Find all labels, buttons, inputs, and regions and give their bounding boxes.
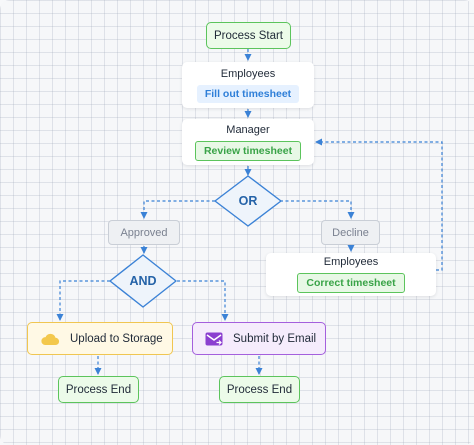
upload-to-storage-node[interactable]: Upload to Storage bbox=[27, 322, 173, 355]
employees-title: Employees bbox=[220, 67, 276, 80]
process-end-left-label: Process End bbox=[65, 383, 132, 396]
process-start-node[interactable]: Process Start bbox=[206, 22, 291, 49]
decline-node[interactable]: Decline bbox=[321, 220, 380, 245]
email-icon bbox=[205, 332, 223, 346]
correct-timesheet-tag: Correct timesheet bbox=[297, 273, 405, 293]
employees-correct-card[interactable]: Employees Correct timesheet bbox=[266, 253, 436, 296]
process-end-right-node[interactable]: Process End bbox=[219, 376, 300, 403]
and-diamond bbox=[109, 254, 177, 308]
edge-employees-loop-to-manager bbox=[315, 138, 443, 271]
upload-label: Upload to Storage bbox=[70, 332, 163, 345]
process-end-right-label: Process End bbox=[226, 383, 293, 396]
manager-review-card[interactable]: Manager Review timesheet bbox=[182, 119, 314, 165]
or-diamond bbox=[214, 175, 282, 227]
edge-or-to-approved bbox=[140, 200, 215, 219]
edge-and-to-email bbox=[177, 280, 229, 321]
approved-node[interactable]: Approved bbox=[108, 220, 180, 245]
approved-label: Approved bbox=[120, 226, 168, 239]
process-end-left-node[interactable]: Process End bbox=[58, 376, 139, 403]
manager-title: Manager bbox=[226, 123, 270, 136]
and-gate-label: AND bbox=[129, 274, 157, 288]
or-gate-label: OR bbox=[238, 194, 258, 208]
employees-title-bottom: Employees bbox=[323, 256, 379, 268]
review-timesheet-tag: Review timesheet bbox=[194, 140, 302, 161]
edge-or-to-decline bbox=[280, 200, 355, 219]
edge-and-to-upload bbox=[56, 280, 110, 321]
decline-label: Decline bbox=[332, 226, 369, 239]
fill-out-timesheet-tag: Fill out timesheet bbox=[196, 84, 300, 103]
employees-fill-card[interactable]: Employees Fill out timesheet bbox=[182, 62, 314, 108]
cloud-icon bbox=[40, 332, 60, 346]
submit-by-email-node[interactable]: Submit by Email bbox=[192, 322, 326, 355]
email-label: Submit by Email bbox=[233, 332, 317, 345]
process-start-label: Process Start bbox=[213, 29, 284, 42]
